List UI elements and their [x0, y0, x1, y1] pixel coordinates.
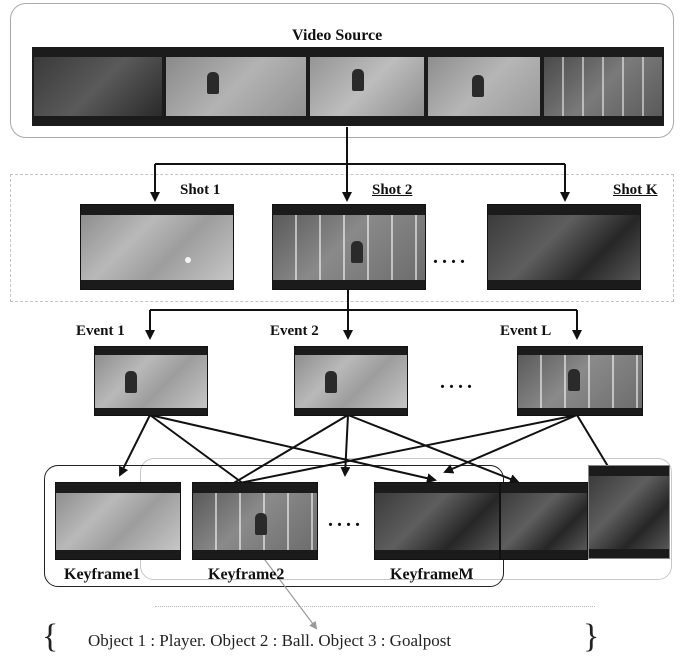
filmstrip-frame — [166, 57, 306, 116]
video-source-filmstrip — [32, 47, 664, 126]
arrow-el-km — [443, 414, 578, 474]
keyframes-ellipsis: .... — [328, 509, 364, 531]
events-ellipsis: .... — [440, 371, 476, 393]
filmstrip-frame — [544, 57, 662, 116]
filmstrip-frame — [34, 57, 162, 116]
shot-k-label: Shot K — [613, 182, 658, 198]
shot-2-thumbnail — [272, 204, 426, 290]
keyframe-2-thumbnail — [192, 482, 318, 560]
arrow-e1-k2 — [149, 414, 254, 492]
arrow-e2-k4 — [347, 414, 520, 484]
player-figure — [568, 369, 580, 391]
objects-text: Object 1 : Player. Object 2 : Ball. Obje… — [88, 631, 452, 650]
filmstrip-frame — [428, 57, 540, 116]
keyframe-back-thumbnail — [500, 482, 588, 560]
event-2-thumbnail — [294, 346, 408, 416]
filmstrip-frame — [310, 57, 424, 116]
keyframe-m-thumbnail — [374, 482, 500, 560]
event-l-label: Event L — [500, 323, 552, 339]
event-l-thumbnail — [517, 346, 643, 416]
player-figure — [207, 72, 219, 94]
arrow-el-k2 — [203, 414, 578, 494]
player-figure — [255, 513, 267, 535]
keyframe-m-label: KeyframeM — [390, 566, 474, 583]
objects-separator — [155, 606, 595, 607]
shot-k-thumbnail — [487, 204, 641, 290]
arrow-e2-mid — [340, 414, 351, 477]
player-figure — [351, 241, 363, 263]
shot-1-thumbnail — [80, 204, 234, 290]
keyframe-1-label: Keyframe1 — [64, 566, 141, 583]
pointer-to-objects — [255, 547, 318, 630]
objects-left-brace: { — [42, 618, 59, 655]
arrow-e2-k2 — [220, 414, 349, 492]
objects-right-brace: } — [583, 618, 600, 655]
event-1-label: Event 1 — [76, 323, 125, 339]
shot-2-label: Shot 2 — [372, 182, 413, 198]
shots-ellipsis: .... — [433, 246, 469, 268]
player-figure — [325, 371, 337, 393]
player-figure — [472, 75, 484, 97]
player-figure — [125, 371, 137, 393]
keyframe-1-thumbnail — [55, 482, 181, 560]
video-source-title: Video Source — [292, 27, 383, 44]
ball — [185, 257, 191, 263]
event-2-label: Event 2 — [270, 323, 319, 339]
keyframe-2-label: Keyframe2 — [208, 566, 285, 583]
shots-group — [10, 174, 674, 302]
event-1-thumbnail — [94, 346, 208, 416]
arrow-e1-k1 — [119, 414, 151, 477]
keyframe-back-thumbnail — [588, 465, 670, 559]
video-source-group — [10, 3, 674, 138]
shot-1-label: Shot 1 — [180, 182, 221, 198]
player-figure — [352, 69, 364, 91]
